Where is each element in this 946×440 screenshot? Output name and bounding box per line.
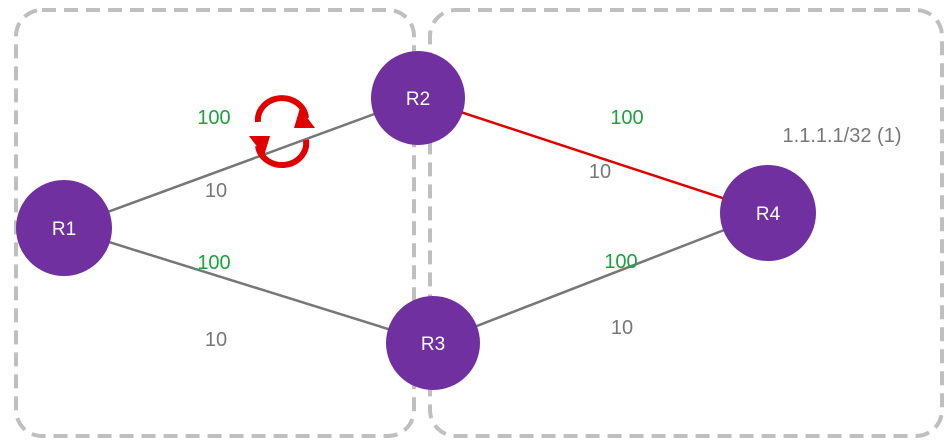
router-r3: R3 [386,296,480,390]
cost-r2-r4-gray: 10 [589,161,611,183]
cost-r3-r4-gray: 10 [611,317,633,339]
cost-r1-r3-green: 100 [197,252,230,274]
loop-arrows-icon [249,95,315,168]
router-r2: R2 [371,51,465,145]
router-r4-label: R4 [756,204,781,225]
link-r2-r4 [417,96,769,215]
area-left-box [14,8,416,438]
link-r3-r4 [432,211,769,345]
cost-r1-r2-green: 100 [197,107,230,129]
cost-r2-r4-green: 100 [610,107,643,129]
cost-r3-r4-green: 100 [604,251,637,273]
area-right-box [428,8,944,438]
cost-r1-r3-gray: 10 [205,329,227,351]
router-r2-label: R2 [406,89,430,110]
cost-r1-r2-gray: 10 [205,180,227,202]
link-r1-r3 [63,226,434,345]
router-r1: R1 [16,180,112,276]
router-r4: R4 [720,165,816,261]
router-r3-label: R3 [421,334,445,355]
link-r1-r2 [63,96,419,230]
router-r1-label: R1 [52,219,76,240]
r4-prefix-label: 1.1.1.1/32 (1) [783,125,902,147]
